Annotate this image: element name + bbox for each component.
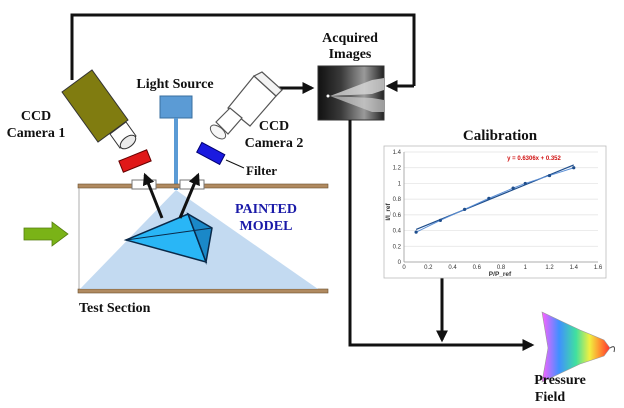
painted-model-label-line1: PAINTED: [235, 202, 297, 217]
y-tick-label: 1.4: [393, 150, 402, 156]
ccd-camera-1-label-line1: CCD: [21, 109, 51, 124]
calibration-chart: 0 0.2 0.4 0.6 0.8 1 1.2 1.4 0 0.2 0.4 0.6 0.8 1 1.2 1.4…: [383, 145, 607, 279]
pressure-field-image: [541, 311, 615, 383]
x-tick-label: 0: [402, 265, 406, 271]
view-arrow-camera2: [178, 172, 200, 219]
data-point: [463, 207, 467, 211]
feedback-loop-line: [70, 13, 416, 86]
data-point: [572, 166, 576, 170]
x-tick-label: 0.2: [424, 265, 433, 271]
ccd-camera-1-label-line2: Camera 1: [7, 126, 66, 141]
calibration-equation: y = 0.6306x + 0.352: [507, 156, 561, 162]
flow-arrow: [23, 221, 69, 247]
y-tick-label: 0.4: [393, 229, 402, 235]
camera2-filter: [196, 141, 226, 166]
y-tick-label: 0.2: [393, 244, 402, 250]
x-tick-label: 1.2: [545, 265, 554, 271]
camera1-filter: [118, 149, 152, 173]
x-tick-label: 1: [524, 265, 528, 271]
x-tick-label: 0.4: [448, 265, 457, 271]
data-point: [487, 196, 491, 200]
filter-label: Filter: [246, 163, 277, 178]
pressure-field-label-line1: Pressure: [534, 373, 586, 388]
acquired-images-label-line2: Images: [329, 47, 372, 62]
y-tick-label: 0: [398, 260, 402, 266]
ccd-camera-2-label-line2: Camera 2: [245, 136, 304, 151]
calibration-ylabel: I/I_ref: [385, 202, 392, 220]
y-tick-label: 0.8: [393, 197, 402, 203]
data-point: [511, 186, 515, 190]
y-tick-label: 1.2: [393, 166, 402, 172]
data-point: [547, 173, 552, 178]
window-left: [131, 179, 157, 190]
x-tick-label: 1.6: [594, 265, 603, 271]
acquired-images-label-line1: Acquired: [322, 31, 378, 46]
x-tick-label: 0.6: [473, 265, 482, 271]
ccd-camera-1: [61, 69, 137, 150]
data-point: [414, 230, 418, 234]
acquired-image: [317, 65, 385, 121]
y-tick-label: 1: [398, 181, 402, 187]
painted-model-label-line2: MODEL: [240, 219, 293, 234]
test-section-label: Test Section: [79, 301, 151, 316]
calibration-title: Calibration: [463, 128, 538, 144]
images-to-pressure-line: [348, 120, 535, 351]
light-source-label: Light Source: [136, 77, 213, 92]
y-tick-label: 0.6: [393, 213, 402, 219]
calibration-xlabel: P/P_ref: [489, 271, 512, 278]
painted-model: [123, 212, 213, 265]
pressure-field-label-line2: Field: [535, 390, 566, 405]
view-arrow-camera1: [142, 172, 164, 219]
data-curve: [415, 167, 574, 233]
data-point: [523, 181, 527, 186]
x-tick-label: 1.4: [570, 265, 579, 271]
ccd-camera-2-label-line1: CCD: [259, 119, 289, 134]
x-tick-label: 0.8: [497, 265, 506, 271]
light-source-box: [159, 95, 193, 119]
data-point: [438, 218, 442, 222]
ccd-camera-2: [209, 71, 283, 140]
filter-leader-line: [225, 159, 245, 169]
tunnel-wall-bottom: [77, 288, 329, 294]
